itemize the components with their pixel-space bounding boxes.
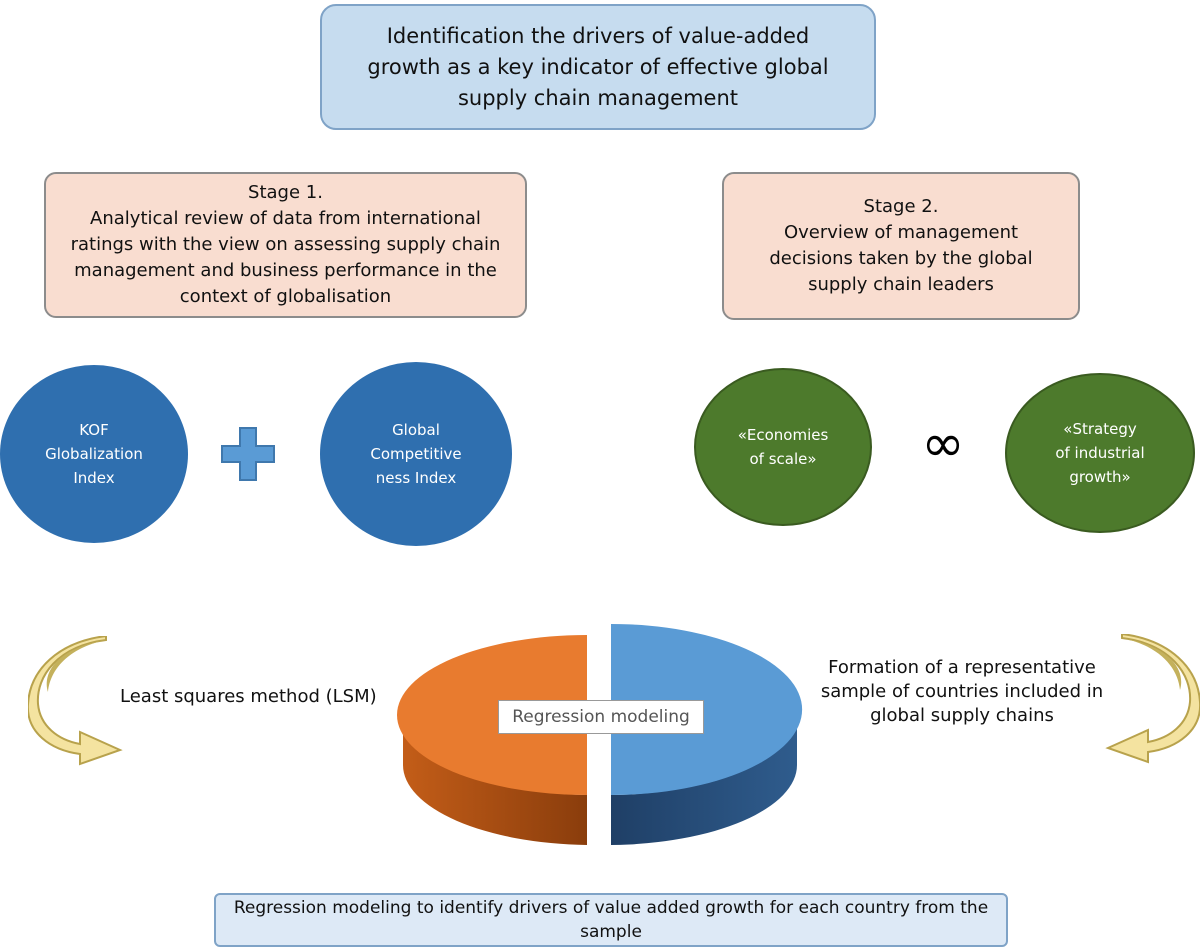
economies-label: «Economies of scale»	[737, 426, 829, 468]
regression-label: Regression modeling	[498, 700, 704, 734]
formation-text: Formation of a representative sample of …	[820, 657, 1104, 726]
strategy-label: «Strategy of industrial growth»	[1055, 420, 1145, 486]
title-box: Identification the drivers of value-adde…	[320, 4, 876, 130]
infinity-icon: ∞	[921, 414, 965, 474]
formation-label: Formation of a representative sample of …	[812, 656, 1112, 728]
plus-icon	[221, 427, 275, 481]
pie-right-side	[611, 715, 797, 845]
kof-circle: KOF Globalization Index	[0, 365, 188, 543]
regression-label-text: Regression modeling	[512, 707, 690, 727]
kof-label: KOF Globalization Index	[45, 421, 143, 487]
title-text: Identification the drivers of value-adde…	[367, 23, 829, 110]
stage1-heading: Stage 1.	[248, 182, 323, 203]
curved-arrow-left-icon	[28, 636, 123, 766]
gci-circle: Global Competitive ness Index	[320, 362, 512, 546]
stage1-text: Analytical review of data from internati…	[70, 208, 501, 307]
regression-pie	[397, 624, 803, 845]
lsm-text: Least squares method (LSM)	[120, 686, 377, 707]
stage2-heading: Stage 2.	[863, 196, 939, 217]
curved-arrow-right-icon	[1105, 634, 1200, 764]
lsm-label: Least squares method (LSM)	[120, 684, 390, 710]
stage2-text: Overview of management decisions taken b…	[769, 222, 1033, 295]
bottom-text: Regression modeling to identify drivers …	[233, 898, 989, 942]
strategy-circle: «Strategy of industrial growth»	[1005, 373, 1195, 533]
bottom-box: Regression modeling to identify drivers …	[214, 893, 1008, 947]
pie-left-side	[402, 715, 587, 845]
stage2-box: Stage 2. Overview of management decision…	[722, 172, 1080, 320]
economies-circle: «Economies of scale»	[694, 368, 872, 526]
pie-right-slice	[611, 624, 803, 795]
gci-label: Global Competitive ness Index	[370, 421, 462, 487]
stage1-box: Stage 1. Analytical review of data from …	[44, 172, 527, 318]
pie-left-slice	[397, 635, 587, 795]
